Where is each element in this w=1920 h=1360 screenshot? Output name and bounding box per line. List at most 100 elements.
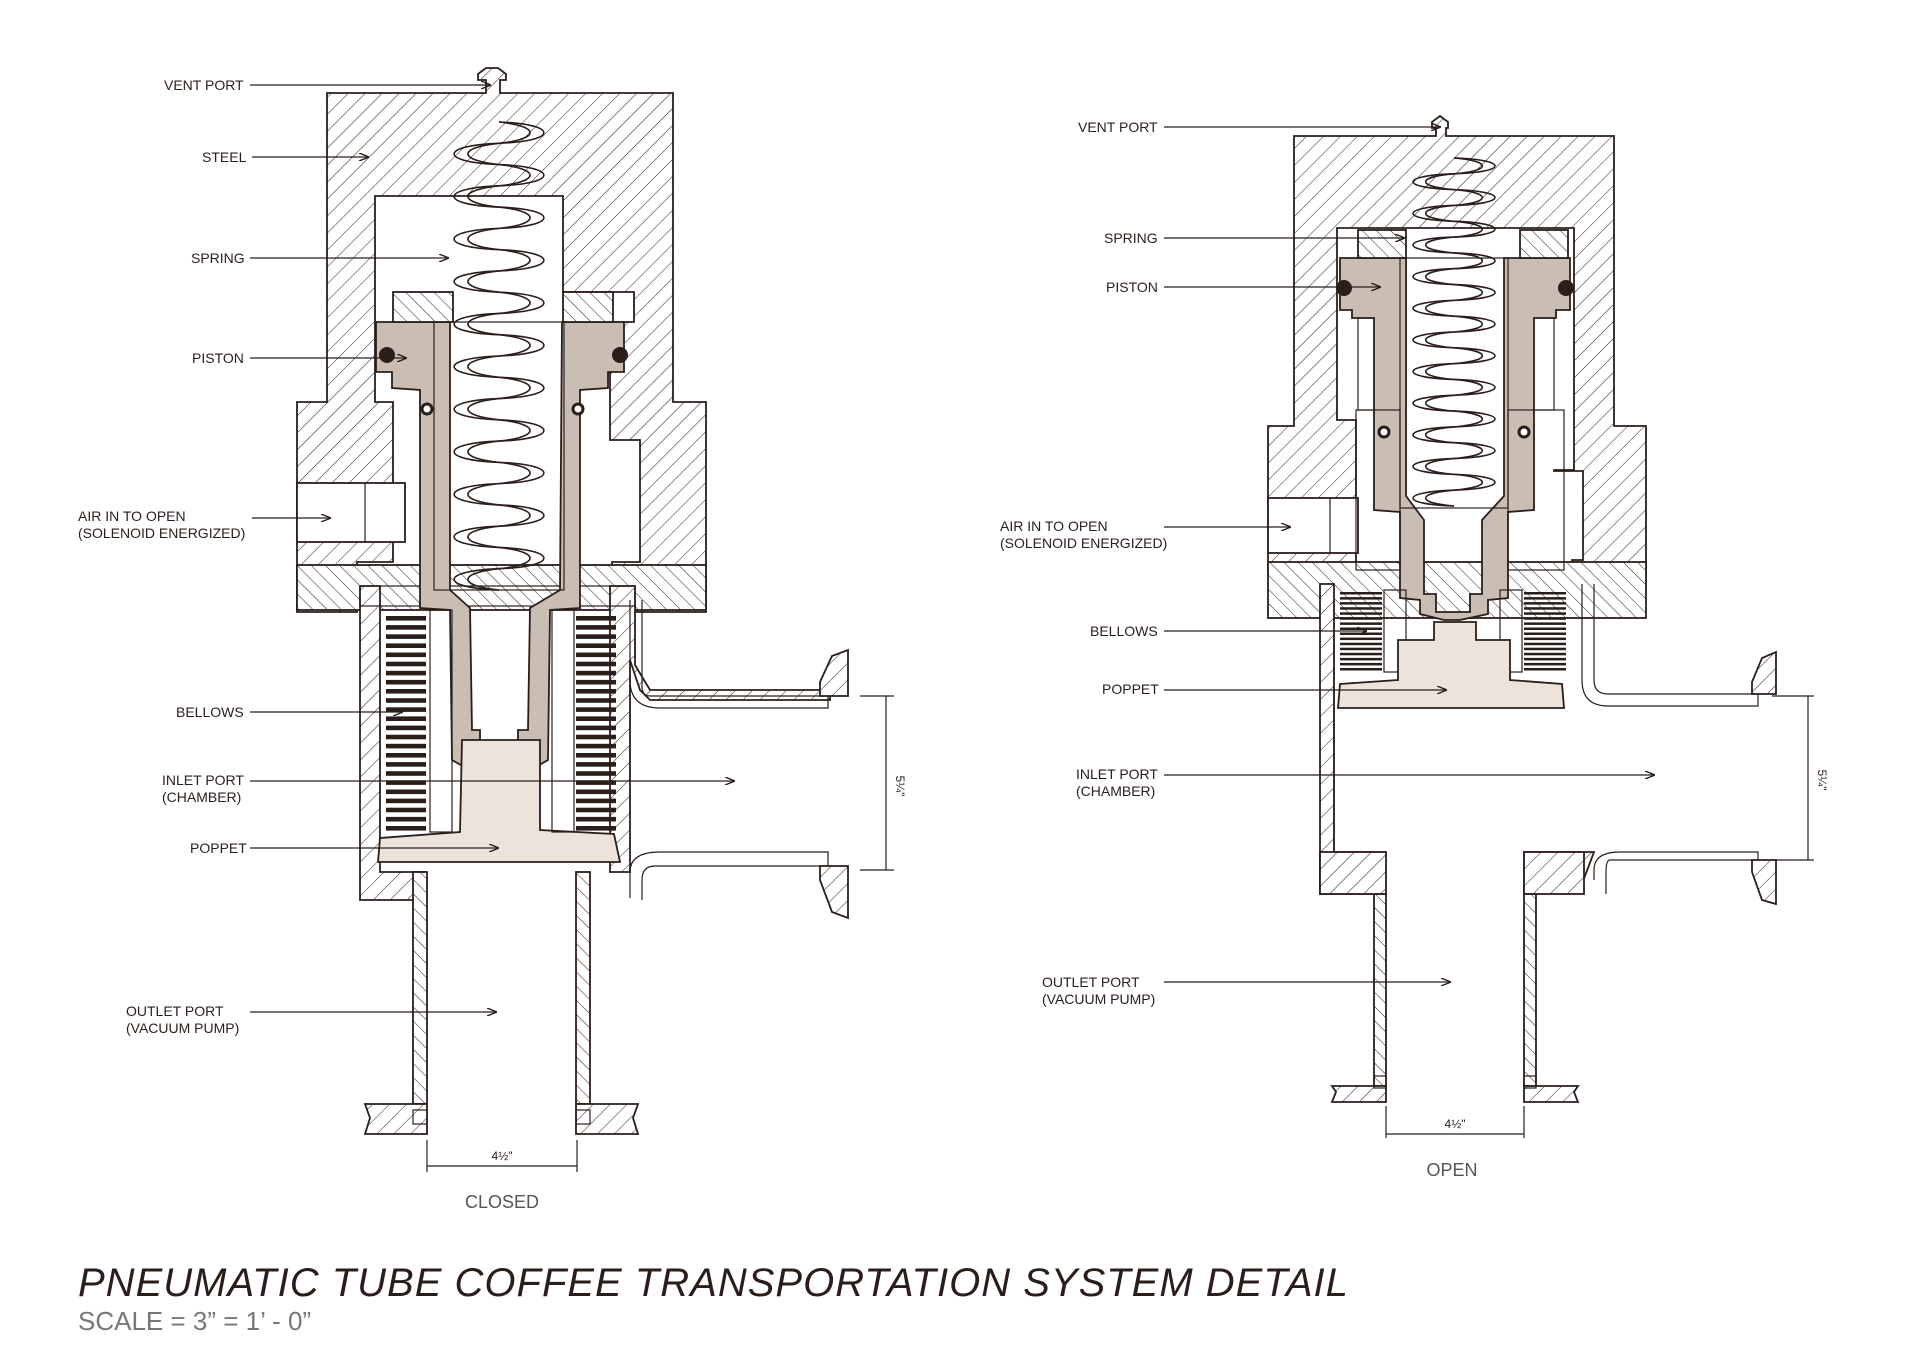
open-bellows-rib-right bbox=[1524, 657, 1566, 661]
open-outlet-flange-right bbox=[1523, 1085, 1580, 1103]
open-bellows-rib-left bbox=[1340, 642, 1382, 646]
open-piston bbox=[1339, 257, 1571, 621]
open-label-inlet-port-sub: (CHAMBER) bbox=[1076, 783, 1155, 799]
closed-bellows-rib-right bbox=[576, 661, 616, 667]
closed-bellows-rib-right bbox=[576, 771, 616, 776]
open-bellows-rib-left bbox=[1340, 607, 1382, 610]
closed-bellows-rib-left bbox=[386, 625, 426, 630]
closed-bellows-rib-left bbox=[386, 707, 426, 712]
closed-outlet-wall-left bbox=[412, 871, 428, 1105]
closed-label-bellows: BELLOWS bbox=[176, 704, 244, 720]
closed-leader-lines bbox=[250, 85, 734, 1012]
open-caption: OPEN bbox=[1426, 1160, 1477, 1180]
closed-bellows-rib-left bbox=[386, 807, 426, 813]
closed-bellows-rib-left bbox=[386, 826, 426, 831]
closed-bellows-rib-right bbox=[576, 679, 616, 685]
closed-steel-housing bbox=[296, 67, 707, 613]
open-valve: VENT PORT SPRING PISTON AIR IN TO OPEN (… bbox=[1000, 114, 1829, 1180]
closed-label-poppet: POPPET bbox=[190, 840, 247, 856]
open-dim-width-text: 4½" bbox=[1445, 1117, 1466, 1131]
closed-spring-inner bbox=[467, 121, 531, 591]
closed-bellows-rib-left bbox=[386, 634, 426, 639]
open-bellows-rib-left bbox=[1340, 602, 1382, 605]
closed-bellows-rib-right bbox=[576, 762, 616, 767]
open-bellows-rib-left bbox=[1340, 597, 1382, 600]
closed-bellows-rib-left bbox=[386, 734, 426, 740]
open-label-air-in-sub: (SOLENOID ENERGIZED) bbox=[1000, 535, 1167, 551]
closed-bellows-rib-left bbox=[386, 725, 426, 731]
open-o-ring-left bbox=[1336, 280, 1352, 296]
closed-dim-width-text: 4½" bbox=[492, 1149, 513, 1163]
closed-outlet-wall-right bbox=[575, 871, 591, 1105]
closed-bellows-rib-right bbox=[576, 625, 616, 630]
closed-bellows-rib-right bbox=[576, 789, 616, 795]
closed-label-inlet-port: INLET PORT bbox=[162, 772, 244, 788]
open-label-air-in: AIR IN TO OPEN bbox=[1000, 518, 1108, 534]
closed-bellows-rib-right bbox=[576, 689, 616, 694]
closed-caption: CLOSED bbox=[465, 1192, 539, 1212]
closed-bellows-rib-left bbox=[386, 789, 426, 795]
closed-bellows-rib-right bbox=[576, 698, 616, 703]
closed-label-inlet-port-sub: (CHAMBER) bbox=[162, 789, 241, 805]
closed-inlet-flange-bottom bbox=[819, 865, 849, 920]
open-bellows-rib-left bbox=[1340, 612, 1382, 615]
open-bellows-rib-left bbox=[1340, 657, 1382, 661]
closed-bellows-rib-right bbox=[576, 643, 616, 648]
open-o-ring-right bbox=[1558, 280, 1574, 296]
closed-bellows-rib-right bbox=[576, 807, 616, 813]
closed-bellows-rib-left bbox=[386, 652, 426, 658]
open-outlet-wall-right bbox=[1523, 893, 1537, 1087]
open-label-poppet: POPPET bbox=[1102, 681, 1159, 697]
open-label-piston: PISTON bbox=[1106, 279, 1158, 295]
open-label-outlet-port: OUTLET PORT bbox=[1042, 974, 1140, 990]
open-leader-lines bbox=[1164, 127, 1654, 982]
open-bellows-rib-right bbox=[1524, 617, 1566, 620]
closed-bellows-rib-right bbox=[576, 798, 616, 804]
drawing-scale: SCALE = 3” = 1’ - 0” bbox=[78, 1306, 311, 1336]
closed-bellows-rib-right bbox=[576, 816, 616, 822]
open-label-bellows: BELLOWS bbox=[1090, 623, 1158, 639]
closed-bellows-rib-left bbox=[386, 698, 426, 703]
open-label-spring: SPRING bbox=[1104, 230, 1158, 246]
closed-outlet-flange-left bbox=[363, 1103, 428, 1135]
closed-o-ring-right bbox=[612, 347, 628, 363]
open-label-inlet-port: INLET PORT bbox=[1076, 766, 1158, 782]
closed-bellows-rib-right bbox=[576, 826, 616, 831]
open-poppet bbox=[1337, 621, 1565, 709]
closed-bellows-rib-right bbox=[576, 716, 616, 721]
open-bellows-rib-right bbox=[1524, 642, 1566, 646]
open-bellows-rib-left bbox=[1340, 637, 1382, 641]
closed-bellows-rib-left bbox=[386, 762, 426, 767]
closed-bellows-rib-left bbox=[386, 771, 426, 776]
open-label-outlet-port-sub: (VACUUM PUMP) bbox=[1042, 991, 1155, 1007]
closed-air-inlet-opening bbox=[296, 482, 406, 543]
closed-bellows-rib-left bbox=[386, 743, 426, 749]
open-bellows-rib-right bbox=[1524, 632, 1566, 635]
open-air-inlet-opening bbox=[1267, 497, 1359, 554]
closed-bellows-rib-right bbox=[576, 734, 616, 740]
closed-valve: VENT PORT STEEL SPRING PISTON AIR IN TO … bbox=[78, 67, 907, 1212]
open-bellows-rib-right bbox=[1524, 612, 1566, 615]
open-bellows-rib-right bbox=[1524, 592, 1566, 595]
open-outlet-wall-left bbox=[1373, 893, 1387, 1087]
closed-label-outlet-port: OUTLET PORT bbox=[126, 1003, 224, 1019]
closed-o-ring-left bbox=[379, 347, 395, 363]
closed-bellows-rib-right bbox=[576, 634, 616, 639]
open-inlet-flange-top bbox=[1751, 650, 1777, 695]
closed-label-piston: PISTON bbox=[192, 350, 244, 366]
open-bellows-rib-right bbox=[1524, 627, 1566, 630]
open-bellows-rib-left bbox=[1340, 627, 1382, 630]
closed-label-air-in: AIR IN TO OPEN bbox=[78, 508, 186, 524]
open-bellows-rib-right bbox=[1524, 597, 1566, 600]
open-spring-inner bbox=[1424, 157, 1484, 507]
open-bellows-rib-left bbox=[1340, 592, 1382, 595]
open-bellows-rib-left bbox=[1340, 617, 1382, 620]
closed-bellows-rib-right bbox=[576, 707, 616, 712]
closed-label-air-in-sub: (SOLENOID ENERGIZED) bbox=[78, 525, 245, 541]
open-bellows-rib-right bbox=[1524, 668, 1566, 671]
open-bellows-rib-right bbox=[1524, 637, 1566, 641]
closed-bellows-rib-left bbox=[386, 716, 426, 721]
open-bellows-rib-right bbox=[1524, 647, 1566, 651]
open-bellows-rib-right bbox=[1524, 607, 1566, 610]
